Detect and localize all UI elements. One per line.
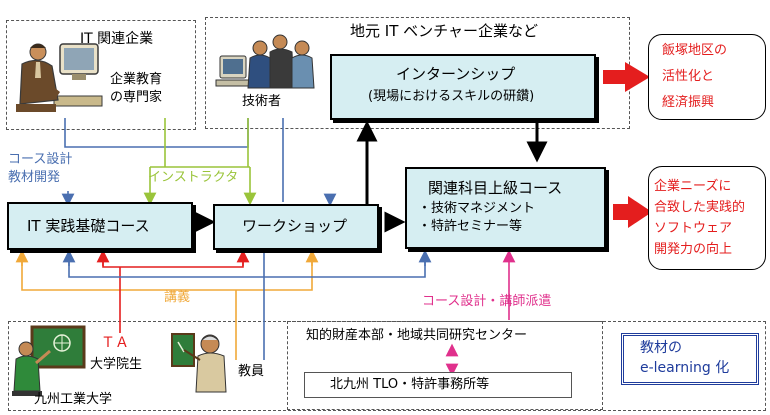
it-companies-title: IT 関連企業 [80, 31, 154, 47]
experts-label-line2: の専門家 [110, 90, 163, 105]
outcome-skills-line1: 企業ニーズに [654, 179, 732, 194]
ip-center-label: 知的財産本部・地域共同研究センター [306, 328, 528, 343]
internship-title: インターンシップ [396, 65, 516, 83]
course-dispatch-label: コース設計・講師派遣 [422, 294, 552, 309]
faculty-label: 教員 [238, 364, 265, 379]
outcome-skills-line3: ソフトウェア [654, 221, 733, 236]
businessman-computer-icon [16, 43, 103, 112]
team-computer-icon [215, 34, 315, 89]
outcome-region-line2: 活性化と [662, 69, 715, 84]
professor-pointer-icon [171, 333, 227, 393]
university-name: 九州工業大学 [34, 392, 113, 407]
grad-students-label: 大学院生 [90, 357, 143, 372]
outcome-skills-line4: 開発力の向上 [654, 242, 733, 257]
tlo-box [304, 372, 572, 398]
engineers-label: 技術者 [242, 94, 282, 109]
workshop-title: ワークショップ [242, 217, 348, 235]
elearning-box [621, 333, 759, 385]
advanced-course-item-1: ・技術マネジメント [418, 201, 536, 216]
teacher-chalkboard-icon [12, 325, 86, 396]
elearning-line1: 教材の [640, 340, 682, 356]
outcome-skills-line2: 合致した実践的 [654, 200, 746, 215]
course-design-label-line2: 教材開発 [8, 170, 61, 185]
outcome-arrow-region [603, 62, 650, 92]
lecture-label: 講義 [164, 290, 191, 305]
advanced-course-item-2: ・特許セミナー等 [418, 219, 523, 234]
outcome-region-line1: 飯塚地区の [662, 43, 728, 58]
tlo-label: 北九州 TLO・特許事務所等 [330, 377, 490, 392]
outcome-region-line3: 経済振興 [662, 95, 715, 110]
internship-box [330, 54, 596, 120]
elearning-line2: e-learning 化 [640, 360, 730, 376]
workshop-box [213, 204, 379, 250]
outcome-arrow-skills [613, 196, 652, 228]
basic-course-title: IT 実践基礎コース [27, 217, 150, 235]
ip-center-group [287, 321, 603, 410]
ventures-title: 地元 IT ベンチャー企業など [350, 22, 538, 40]
experts-label-line1: 企業教育 [110, 72, 163, 87]
it-companies-group [6, 20, 196, 130]
outcome-skills-box [648, 166, 766, 270]
outcome-region-box [648, 34, 766, 120]
instructor-label: インストラクタ [148, 170, 239, 185]
basic-course-box [7, 202, 193, 250]
internship-subtitle: (現場におけるスキルの研鑽) [368, 89, 535, 104]
course-design-label-line1: コース設計 [8, 152, 73, 167]
advanced-course-box [405, 167, 606, 249]
ta-label: ＴＡ [101, 335, 129, 351]
advanced-course-title: 関連科目上級コース [428, 179, 563, 197]
